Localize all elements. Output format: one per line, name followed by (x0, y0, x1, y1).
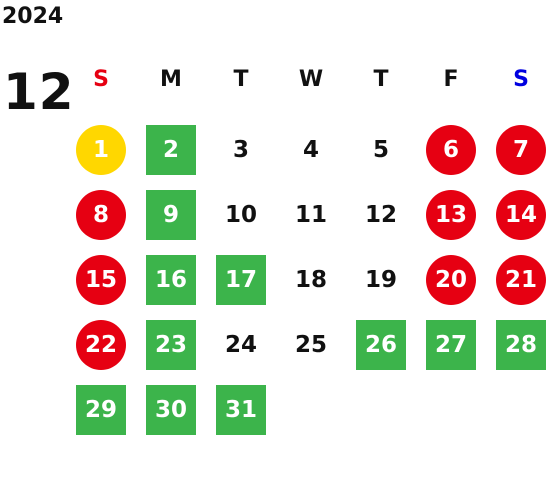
day-cell: 10 (224, 202, 257, 228)
day-cell: 5 (372, 137, 389, 163)
day-cell: 20 (426, 255, 476, 305)
day-cell: 12 (364, 202, 397, 228)
day-cell: 21 (496, 255, 546, 305)
weekday-label: T (233, 67, 249, 92)
day-cell: 13 (426, 190, 476, 240)
day-cell: 14 (496, 190, 546, 240)
day-cell: 2 (146, 125, 196, 175)
day-cell: 25 (294, 332, 327, 358)
year-label: 2024 (2, 4, 64, 29)
day-cell: 29 (76, 385, 126, 435)
day-cell: 28 (496, 320, 546, 370)
day-cell: 7 (496, 125, 546, 175)
day-cell: 1 (76, 125, 126, 175)
day-cell: 31 (216, 385, 266, 435)
day-cell: 3 (232, 137, 249, 163)
day-cell: 8 (76, 190, 126, 240)
month-number: 12 (3, 63, 75, 121)
weekday-label: S (93, 67, 109, 92)
weekday-label: M (160, 67, 182, 92)
weekday-label: S (513, 67, 529, 92)
weekday-label: T (373, 67, 389, 92)
day-cell: 22 (76, 320, 126, 370)
day-cell: 15 (76, 255, 126, 305)
day-cell: 16 (146, 255, 196, 305)
day-cell: 30 (146, 385, 196, 435)
day-cell: 24 (224, 332, 257, 358)
day-cell: 19 (364, 267, 397, 293)
weekday-label: W (298, 67, 324, 92)
day-cell: 26 (356, 320, 406, 370)
weekday-label: F (443, 67, 459, 92)
day-cell: 6 (426, 125, 476, 175)
day-cell: 18 (294, 267, 327, 293)
day-cell: 11 (294, 202, 327, 228)
day-cell: 17 (216, 255, 266, 305)
day-cell: 23 (146, 320, 196, 370)
day-cell: 4 (302, 137, 319, 163)
day-cell: 27 (426, 320, 476, 370)
day-cell: 9 (146, 190, 196, 240)
